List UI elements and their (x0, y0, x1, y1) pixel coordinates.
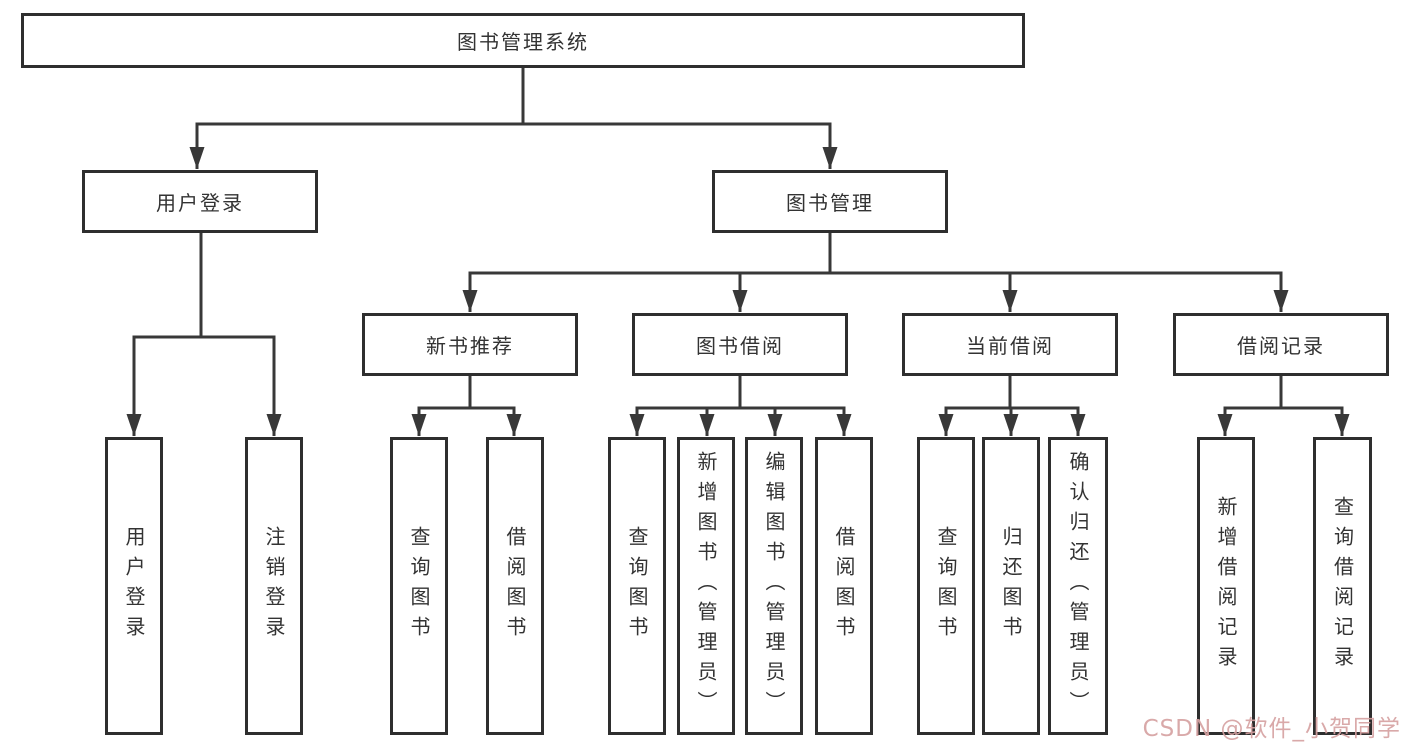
leaf-edit-books-admin: 编辑图书（管理员） (745, 437, 803, 735)
leaf-borrow-books-recommend: 借阅图书 (486, 437, 544, 735)
leaf-label: 用户登录 (122, 526, 146, 646)
node-label: 图书管理 (786, 191, 874, 215)
csdn-watermark: CSDN @软件_小贺同学 (1142, 716, 1401, 742)
leaf-query-borrow-record: 查询借阅记录 (1313, 437, 1372, 735)
node-new-book-recommend: 新书推荐 (362, 313, 578, 376)
leaf-query-books-current: 查询图书 (917, 437, 975, 735)
node-label: 新书推荐 (426, 334, 514, 358)
node-borrow-records: 借阅记录 (1173, 313, 1389, 376)
leaf-return-books: 归还图书 (982, 437, 1040, 735)
node-current-borrowing: 当前借阅 (902, 313, 1118, 376)
leaf-user-login: 用户登录 (105, 437, 163, 735)
leaf-query-books-borrowing: 查询图书 (608, 437, 666, 735)
leaf-query-books-recommend: 查询图书 (390, 437, 448, 735)
node-label: 借阅记录 (1237, 334, 1325, 358)
leaf-label: 查询图书 (407, 526, 431, 646)
node-user-login-group: 用户登录 (82, 170, 318, 233)
leaf-confirm-return-admin: 确认归还（管理员） (1048, 437, 1108, 735)
leaf-label: 查询借阅记录 (1330, 496, 1355, 676)
leaf-label: 新增图书（管理员） (694, 451, 718, 721)
node-label: 图书管理系统 (457, 30, 589, 54)
leaf-label: 编辑图书（管理员） (762, 451, 786, 721)
leaf-label: 借阅图书 (832, 526, 856, 646)
leaf-label: 新增借阅记录 (1214, 496, 1238, 676)
leaf-label: 查询图书 (934, 526, 958, 646)
node-book-management-group: 图书管理 (712, 170, 948, 233)
node-root-library-system: 图书管理系统 (21, 13, 1025, 68)
leaf-label: 借阅图书 (503, 526, 527, 646)
leaf-label: 归还图书 (999, 526, 1023, 646)
leaf-add-books-admin: 新增图书（管理员） (677, 437, 735, 735)
node-label: 图书借阅 (696, 334, 784, 358)
leaf-logout: 注销登录 (245, 437, 303, 735)
node-book-borrowing: 图书借阅 (632, 313, 848, 376)
leaf-label: 注销登录 (262, 526, 286, 646)
leaf-label: 查询图书 (625, 526, 649, 646)
leaf-label: 确认归还（管理员） (1066, 451, 1090, 721)
leaf-borrow-books: 借阅图书 (815, 437, 873, 735)
node-label: 用户登录 (156, 191, 244, 215)
leaf-add-borrow-record: 新增借阅记录 (1197, 437, 1255, 735)
node-label: 当前借阅 (966, 334, 1054, 358)
